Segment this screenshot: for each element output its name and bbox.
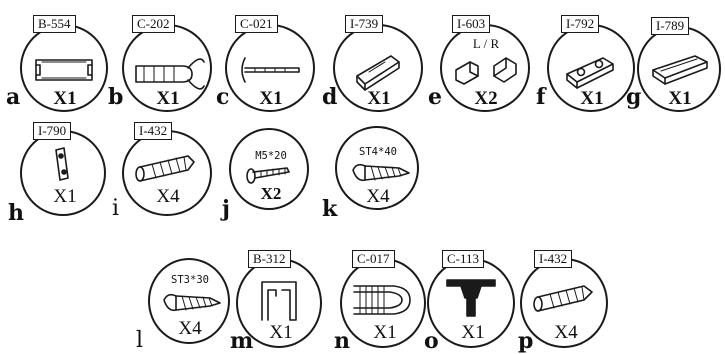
part-letter: h xyxy=(8,200,24,226)
part-letter: g xyxy=(626,84,642,110)
wood-screw-icon xyxy=(163,293,221,312)
part-quantity: X1 xyxy=(373,322,397,343)
part-code: I-739 xyxy=(345,15,384,33)
part-o: C-113 X1 xyxy=(427,250,519,353)
part-letter: l xyxy=(136,328,144,353)
part-spec: M5*20 xyxy=(255,150,287,162)
part-e: I-603 L / R X2 xyxy=(440,10,532,112)
part-letter: c xyxy=(216,84,230,110)
part-code: I-790 xyxy=(33,122,72,140)
part-circle xyxy=(547,24,635,112)
part-circle xyxy=(440,24,530,112)
wall-plug-icon xyxy=(533,285,593,312)
part-code: C-017 xyxy=(352,250,395,268)
part-n: C-017 X1 xyxy=(340,250,430,353)
glass-clamp-profile-icon xyxy=(35,59,93,81)
part-quantity: X1 xyxy=(53,186,77,207)
part-m: B-312 X1 xyxy=(236,250,326,353)
wall-plug-icon xyxy=(135,155,195,182)
part-quantity: X4 xyxy=(156,186,180,207)
machine-screw-icon xyxy=(246,167,290,184)
part-letter: f xyxy=(536,84,546,110)
wood-screw-icon xyxy=(352,163,410,182)
part-c: C-021 X1 xyxy=(225,10,317,112)
part-quantity: X1 xyxy=(367,88,391,109)
left-right-label: L / R xyxy=(472,36,500,51)
part-quantity: X4 xyxy=(554,322,578,343)
part-i: I-432 X4 xyxy=(122,120,214,216)
part-letter: i xyxy=(112,196,120,221)
part-quantity: X1 xyxy=(580,88,604,109)
part-code: I-603 xyxy=(452,15,491,33)
part-quantity: X1 xyxy=(269,322,293,343)
part-letter: a xyxy=(6,84,21,110)
part-code: C-021 xyxy=(235,15,278,33)
part-spec: ST3*30 xyxy=(171,274,209,286)
part-quantity: X1 xyxy=(53,88,77,109)
part-f: I-792 X1 xyxy=(547,10,637,112)
part-letter: o xyxy=(424,328,439,354)
part-b: C-202 X1 xyxy=(122,10,214,112)
part-circle xyxy=(637,26,721,112)
part-quantity: X1 xyxy=(461,322,485,343)
part-code: I-432 xyxy=(134,122,173,140)
part-d: I-739 X1 xyxy=(333,10,425,112)
bulb-seal-icon xyxy=(353,285,411,315)
part-code: C-202 xyxy=(132,15,175,33)
mounting-block-icon xyxy=(566,57,614,89)
magnetic-seal-strip-icon xyxy=(135,58,205,90)
part-quantity: X4 xyxy=(366,186,390,207)
part-spec: ST4*40 xyxy=(359,146,397,158)
part-quantity: X2 xyxy=(474,88,498,109)
part-g: I-789 X1 xyxy=(637,12,723,112)
part-quantity: X4 xyxy=(178,318,202,339)
part-l: ST3*30 X4 xyxy=(148,258,232,344)
part-quantity: X1 xyxy=(668,88,692,109)
part-circle xyxy=(229,128,309,210)
part-letter: m xyxy=(230,328,254,354)
part-p: I-432 X4 xyxy=(520,250,612,353)
part-code: I-432 xyxy=(534,250,573,268)
part-letter: j xyxy=(222,196,230,222)
part-code: C-113 xyxy=(442,250,485,268)
part-quantity: X1 xyxy=(156,88,180,109)
part-code: B-554 xyxy=(33,15,76,33)
part-circle xyxy=(335,126,419,210)
part-quantity: X1 xyxy=(259,88,283,109)
t-handle-seal-icon xyxy=(446,279,496,317)
part-circle xyxy=(122,130,212,216)
end-cap-icon xyxy=(652,55,708,85)
part-letter: d xyxy=(322,84,338,110)
part-letter: e xyxy=(428,84,442,110)
part-code: I-792 xyxy=(561,15,600,33)
part-letter: p xyxy=(518,328,534,354)
part-letter: k xyxy=(322,196,338,222)
part-circle xyxy=(122,24,212,112)
bracket-clip-icon xyxy=(356,55,400,91)
sweep-seal-icon xyxy=(241,57,300,83)
part-quantity: X2 xyxy=(260,184,282,203)
part-k: ST4*40 X4 xyxy=(335,126,421,214)
part-j: M5*20 X2 xyxy=(229,128,313,214)
part-h: I-790 X1 xyxy=(20,120,110,216)
part-code: B-312 xyxy=(248,250,291,268)
part-code: I-789 xyxy=(651,17,690,35)
part-letter: n xyxy=(334,328,350,354)
corner-connector-pair-icon xyxy=(455,57,517,85)
part-a: B-554 X1 xyxy=(20,10,110,112)
part-letter: b xyxy=(108,84,124,110)
flat-plate-icon xyxy=(55,147,69,181)
channel-profile-icon xyxy=(261,281,297,321)
